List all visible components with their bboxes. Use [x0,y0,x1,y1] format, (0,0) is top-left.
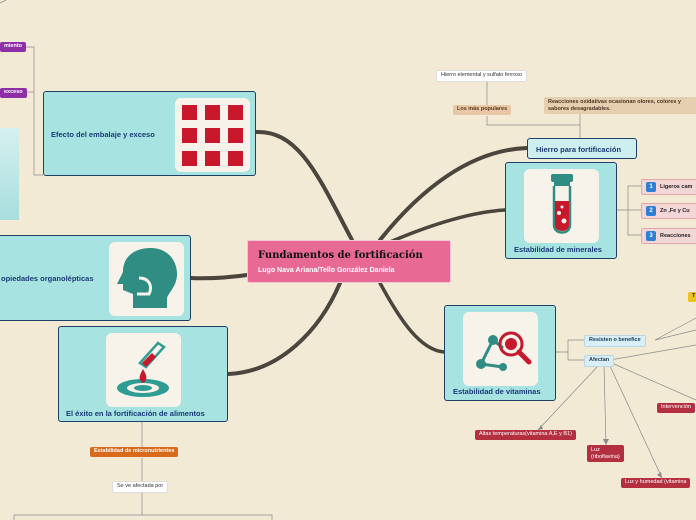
chip-luz[interactable]: Luz (riboflavina) [587,445,624,463]
chip-reacciones-oxidativas[interactable]: Reacciones oxidativas ocasionan olores, … [544,97,696,115]
molecule-search-icon [463,312,538,386]
central-title: Fundamentos de fortificación [258,250,423,261]
card-vitaminas[interactable]: Estabilidad de vitaminas [444,305,556,401]
card-minerales-label: Estabilidad de minerales [514,245,602,254]
chip-luz-line1: Luz [591,447,600,453]
card-minerales[interactable]: Estabilidad de minerales [505,162,617,259]
number-three-badge: 3 [646,231,656,241]
card-vitaminas-label: Estabilidad de vitaminas [453,387,541,396]
cropped-image [0,128,19,220]
card-hierro[interactable]: Hierro para fortificación [527,138,637,159]
chip-reacciones-text: Reacciones [660,233,691,239]
chip-resisten[interactable]: Resisten o benefice [584,335,646,347]
central-subtitle: Lugo Nava Ariana/Tello González Daniela [258,267,395,274]
chip-intervencion[interactable]: Intervención [657,403,695,413]
card-exito[interactable]: El éxito en la fortificación de alimento… [58,326,228,422]
chip-ligeros-text: Ligeros cam [660,184,693,190]
central-topic[interactable]: Fundamentos de fortificación Lugo Nava A… [247,240,451,283]
chip-exceso[interactable]: exceso [0,88,27,98]
card-organolepticas-label: opiedades organolépticas [1,274,94,283]
head-profile-icon [109,242,184,316]
card-hierro-label: Hierro para fortificación [536,145,622,154]
chip-hierro-elemental[interactable]: Hierro elemental y sulfato ferroso [436,70,528,82]
chip-estabilidad-micronutrientes[interactable]: Estabilidad de micronutrientes [90,447,179,457]
chip-altas-temperaturas[interactable]: Altas temperaturas(vitamina A,E y B1) [475,430,576,440]
number-one-badge: 1 [646,182,656,192]
grid-icon [175,98,250,172]
test-tube-icon [524,169,599,243]
chip-zn-text: Zn ,Fe y Cu [660,208,690,214]
chip-ligeros[interactable]: 1 Ligeros cam [641,179,696,195]
card-embalaje[interactable]: Efecto del embalaje y exceso [43,91,256,176]
chip-reacciones[interactable]: 3 Reacciones [641,228,696,244]
chip-miento[interactable]: miento [0,42,27,52]
card-exito-label: El éxito en la fortificación de alimento… [66,409,205,418]
chip-luz-humedad[interactable]: Luz y humedad (vitamina [621,478,691,488]
chip-t[interactable]: T [688,292,696,302]
chip-afectan[interactable]: Afectan [584,355,615,367]
chip-reacciones-oxidativas-text: Reacciones oxidativas ocasionan olores, … [548,99,681,112]
chip-luz-line2: (riboflavina) [591,453,620,460]
card-embalaje-label: Efecto del embalaje y exceso [51,130,155,139]
chip-zn[interactable]: 2 Zn ,Fe y Cu [641,203,696,219]
card-organolepticas[interactable]: opiedades organolépticas [0,235,191,321]
chip-mas-populares[interactable]: Los más populares [453,105,512,115]
dropper-icon [106,333,181,407]
number-two-badge: 2 [646,206,656,216]
chip-se-ve-afectada[interactable]: Se ve afectada por [112,481,169,493]
